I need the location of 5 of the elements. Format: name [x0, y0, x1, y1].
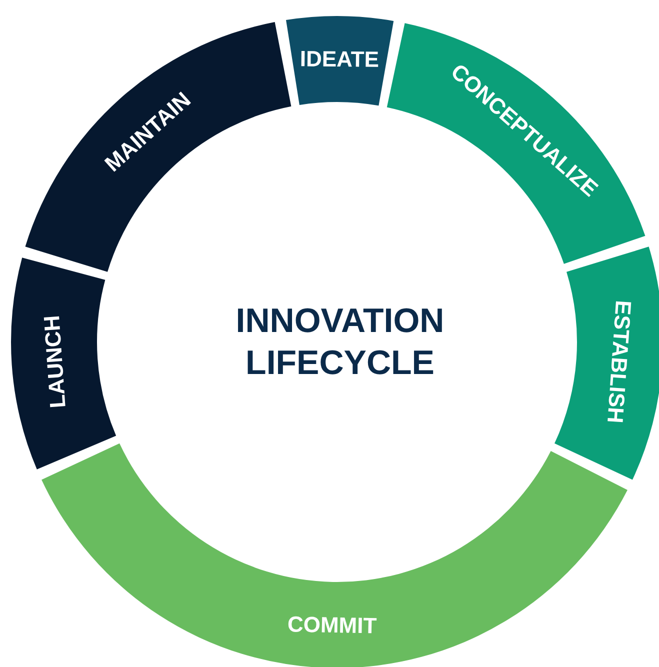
segment-label: ESTABLISH	[602, 300, 636, 424]
segment-label: IDEATE	[300, 46, 380, 72]
center-title: INNOVATION LIFECYCLE	[234, 301, 446, 384]
segment-label: LAUNCH	[38, 314, 70, 409]
segment-label: COMMIT	[287, 612, 377, 638]
